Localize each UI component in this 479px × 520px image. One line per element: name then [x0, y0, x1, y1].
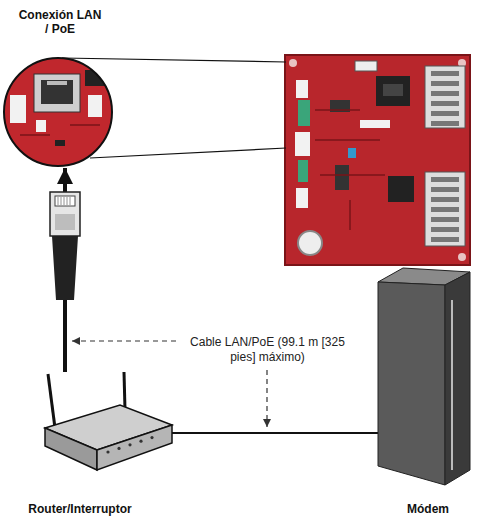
control-board: [383, 84, 403, 96]
terminal-block: [425, 66, 465, 246]
terminal-slots: [431, 71, 459, 242]
zoom-circle: [34, 74, 80, 112]
router-led: [150, 436, 153, 439]
control-board: [296, 80, 308, 98]
router-led: [139, 440, 142, 443]
terminal-slots: [431, 217, 459, 222]
zoom-circle: [0, 55, 120, 175]
control-board: [388, 176, 414, 202]
device: Módem: [378, 268, 478, 516]
rj45-plug: [50, 192, 80, 236]
device: Router/Interruptor: [5, 370, 155, 516]
dimension-arrow: [72, 340, 176, 341]
terminal-slots: [431, 197, 459, 202]
terminal-block: [425, 172, 465, 246]
dimension-arrow: [266, 370, 267, 427]
router-led: [106, 450, 109, 453]
router-led: [117, 447, 120, 450]
control-board: [285, 55, 470, 265]
router-led: [106, 436, 153, 454]
zoom-circle: [36, 120, 46, 132]
device-label: Router/Interruptor: [28, 502, 131, 516]
zoom-circle: [41, 80, 73, 104]
terminal-slots: [431, 237, 459, 242]
terminal-slots: [431, 227, 459, 232]
zoom-leader-line: [90, 148, 286, 158]
control-board: [315, 110, 385, 230]
terminal-slots: [431, 187, 459, 192]
router: [97, 425, 172, 470]
zoom-leader-line: [62, 58, 286, 62]
zoom-circle: [0, 55, 120, 175]
terminal-slots: [431, 207, 459, 212]
rj45-plug: [63, 300, 67, 372]
terminal-slots: [431, 121, 459, 126]
terminal-slots: [431, 71, 459, 76]
control-board: [360, 120, 390, 128]
rj45-plug: [58, 197, 70, 205]
control-board: [335, 165, 349, 190]
terminal-slots: [431, 111, 459, 116]
control-board: [298, 231, 322, 255]
cable-label: Cable LAN/PoE (99.1 m [325 pies] máximo): [180, 334, 355, 366]
control-board: [296, 188, 308, 208]
device-label: Módem: [407, 502, 449, 516]
modem: [378, 282, 445, 485]
router: [48, 374, 55, 428]
zoom-circle: [10, 95, 26, 123]
rj45-plug: [52, 236, 78, 300]
terminal-slots: [431, 81, 459, 86]
control-board: [295, 132, 310, 156]
terminal-slots: [431, 101, 459, 106]
control-board: [289, 59, 297, 67]
zoom-callout: Conexión LAN / PoE: [5, 8, 115, 168]
modem: [378, 268, 470, 485]
zoom-circle: [88, 95, 102, 117]
router: [124, 372, 125, 410]
zoom-circle: [47, 81, 67, 85]
terminal-slots: [431, 177, 459, 182]
router: [45, 372, 172, 470]
control-board: [348, 148, 356, 158]
modem: [445, 272, 470, 485]
device-label: Conexión LAN / PoE: [18, 8, 102, 37]
terminal-slots: [431, 91, 459, 96]
control-board: [376, 76, 410, 106]
zoom-circle: [4, 58, 112, 166]
zoom-circle: [55, 140, 65, 146]
router-led: [128, 443, 131, 446]
rj45-plug: [55, 214, 75, 230]
zoom-circle: [20, 125, 100, 135]
modem: [451, 300, 453, 470]
rj45-plug: [55, 196, 75, 206]
terminal-block: [425, 66, 465, 128]
router: [45, 428, 97, 470]
control-board: [458, 253, 466, 261]
control-board: [298, 100, 310, 126]
cable-line: [155, 432, 378, 434]
control-board: [285, 55, 470, 265]
control-board: [355, 61, 377, 71]
control-board: [298, 160, 308, 182]
rj45-plug: [50, 192, 80, 372]
zoom-circle: [0, 55, 120, 175]
